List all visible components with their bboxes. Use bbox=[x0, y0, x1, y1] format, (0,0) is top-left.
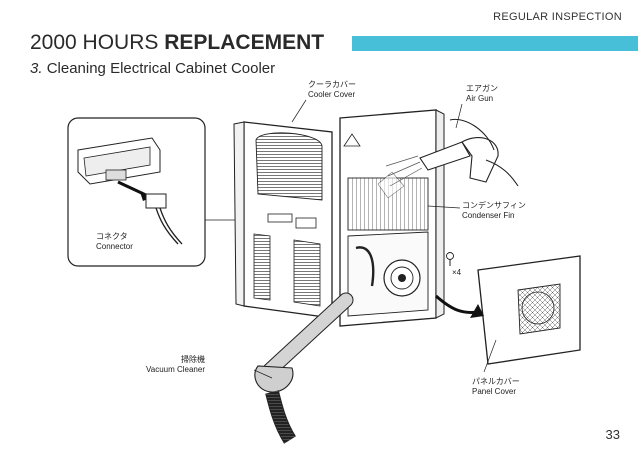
cabinet-body-illustration bbox=[339, 109, 445, 327]
callout-condenser-fin: コンデンサフィン Condenser Fin bbox=[462, 201, 526, 221]
callout-condenser-fin-en: Condenser Fin bbox=[462, 211, 515, 220]
callout-cooler-cover-jp: クーラカバー bbox=[308, 80, 356, 89]
callout-screw-count: ×4 bbox=[452, 268, 462, 277]
title-accent-bar bbox=[352, 36, 638, 51]
title-bold: REPLACEMENT bbox=[164, 31, 325, 54]
callout-vacuum-cleaner-jp: 掃除機 bbox=[181, 355, 205, 364]
page-title: 2000 HOURS REPLACEMENT bbox=[30, 31, 324, 55]
subtitle-text: Cleaning Electrical Cabinet Cooler bbox=[46, 60, 276, 77]
callout-cooler-cover-en: Cooler Cover bbox=[308, 90, 356, 99]
page-number: 33 bbox=[605, 427, 620, 442]
callout-cooler-cover: クーラカバー Cooler Cover bbox=[308, 80, 356, 100]
callout-connector-jp: コネクタ bbox=[96, 232, 128, 241]
callout-panel-cover-jp: パネルカバー bbox=[472, 377, 520, 386]
callout-vacuum-cleaner-en: Vacuum Cleaner bbox=[146, 365, 205, 374]
callout-connector: コネクタ Connector bbox=[96, 232, 133, 252]
callout-air-gun: エアガン Air Gun bbox=[466, 84, 498, 104]
panel-cover-illustration bbox=[435, 252, 581, 365]
section-label: REGULAR INSPECTION bbox=[493, 11, 622, 23]
callout-air-gun-en: Air Gun bbox=[466, 94, 494, 103]
vacuum-cleaner-illustration bbox=[254, 292, 354, 444]
page-subtitle: 3. Cleaning Electrical Cabinet Cooler bbox=[30, 60, 275, 77]
subtitle-number: 3. bbox=[30, 60, 43, 77]
callout-leader-lines bbox=[253, 99, 497, 379]
callout-condenser-fin-jp: コンデンサフィン bbox=[462, 201, 526, 210]
title-light: 2000 HOURS bbox=[30, 31, 159, 54]
cooler-cover-illustration bbox=[233, 121, 333, 319]
callout-air-gun-jp: エアガン bbox=[466, 84, 498, 93]
callout-vacuum-cleaner: 掃除機 Vacuum Cleaner bbox=[146, 355, 205, 375]
air-gun-illustration bbox=[377, 118, 519, 199]
callout-panel-cover: パネルカバー Panel Cover bbox=[472, 377, 520, 397]
callout-connector-en: Connector bbox=[96, 242, 133, 251]
callout-panel-cover-en: Panel Cover bbox=[472, 387, 517, 396]
connector-inset bbox=[67, 117, 290, 267]
